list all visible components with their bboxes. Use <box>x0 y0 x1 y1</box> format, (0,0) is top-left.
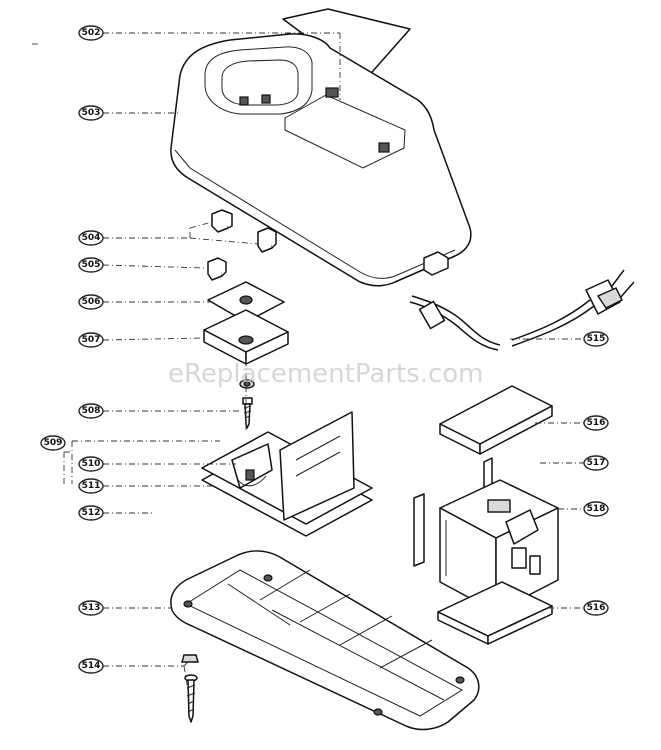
callout-508-label: 508 <box>82 406 101 416</box>
callout-506: 506 <box>78 294 104 310</box>
callout-503-label: 503 <box>82 108 101 118</box>
callout-518-label: 518 <box>587 504 606 514</box>
callout-508: 508 <box>78 403 104 419</box>
callout-505: 505 <box>78 257 104 273</box>
part-foam-pad-lower <box>437 581 553 645</box>
part-foam-pad-upper <box>439 385 553 455</box>
callout-507: 507 <box>78 332 104 348</box>
callout-515-label: 515 <box>587 334 606 344</box>
part-cushion-block <box>203 309 289 365</box>
leader-lines <box>32 32 584 691</box>
callout-509: 509 <box>40 435 66 451</box>
callout-510-label: 510 <box>82 459 101 469</box>
part-long-screw <box>181 654 199 723</box>
callout-511-label: 511 <box>82 481 101 491</box>
callout-510: 510 <box>78 456 104 472</box>
callout-513-label: 513 <box>82 603 101 613</box>
callout-514: 514 <box>78 658 104 674</box>
callout-502: 502 <box>78 25 104 41</box>
part-contact-clips <box>207 209 277 281</box>
callout-502-label: 502 <box>82 28 101 38</box>
callout-507-label: 507 <box>82 335 101 345</box>
callout-516-upper-label: 516 <box>587 418 606 428</box>
callout-503: 503 <box>78 105 104 121</box>
part-top-housing <box>170 33 472 287</box>
callout-506-label: 506 <box>82 297 101 307</box>
callout-509-label: 509 <box>44 438 63 448</box>
watermark-text: eReplacementParts.com <box>168 359 484 389</box>
part-base-tray <box>170 550 480 731</box>
part-screw-washer <box>239 379 255 429</box>
callout-517: 517 <box>583 455 609 471</box>
callout-517-label: 517 <box>587 458 606 468</box>
callout-512: 512 <box>78 505 104 521</box>
callout-516-lower-label: 516 <box>587 603 606 613</box>
callout-514-label: 514 <box>82 661 101 671</box>
callout-518: 518 <box>583 501 609 517</box>
callout-512-label: 512 <box>82 508 101 518</box>
part-circuit-board <box>201 411 373 537</box>
callout-515: 515 <box>583 331 609 347</box>
part-insulator-pad <box>207 281 285 323</box>
callout-504-label: 504 <box>82 233 101 243</box>
part-power-cord <box>409 269 635 351</box>
callout-513: 513 <box>78 600 104 616</box>
callout-516-upper: 516 <box>583 415 609 431</box>
callout-505-label: 505 <box>82 260 101 270</box>
callout-516-lower: 516 <box>583 600 609 616</box>
callout-504: 504 <box>78 230 104 246</box>
callout-511: 511 <box>78 478 104 494</box>
